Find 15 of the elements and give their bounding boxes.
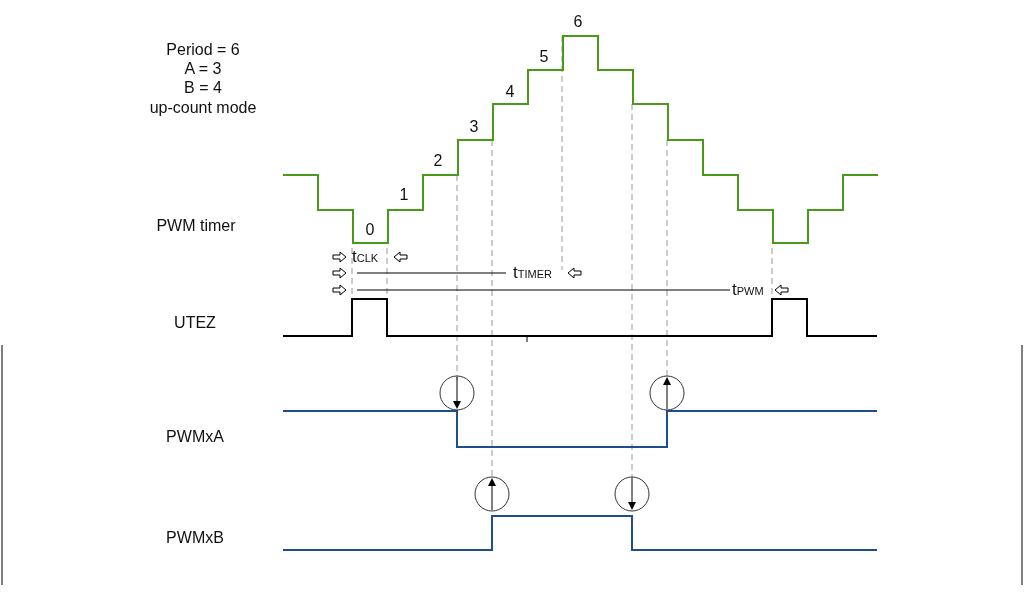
count-value: 4: [505, 83, 515, 101]
count-value: 0: [365, 221, 375, 239]
parameter-text: Period = 6: [166, 41, 240, 59]
mode-text: up-count mode: [149, 99, 257, 117]
count-value: 6: [573, 13, 583, 31]
signal-name: PWM timer: [156, 217, 236, 235]
count-value: 3: [469, 118, 479, 136]
signal-name: UTEZ: [174, 314, 216, 332]
count-value: 1: [399, 186, 409, 204]
parameter-text: A = 3: [184, 60, 222, 78]
count-value: 5: [539, 48, 549, 66]
count-value: 2: [433, 152, 443, 170]
parameter-text: B = 4: [184, 79, 222, 97]
signal-name: PWMxA: [166, 428, 224, 446]
signal-name: PWMxB: [166, 529, 224, 547]
